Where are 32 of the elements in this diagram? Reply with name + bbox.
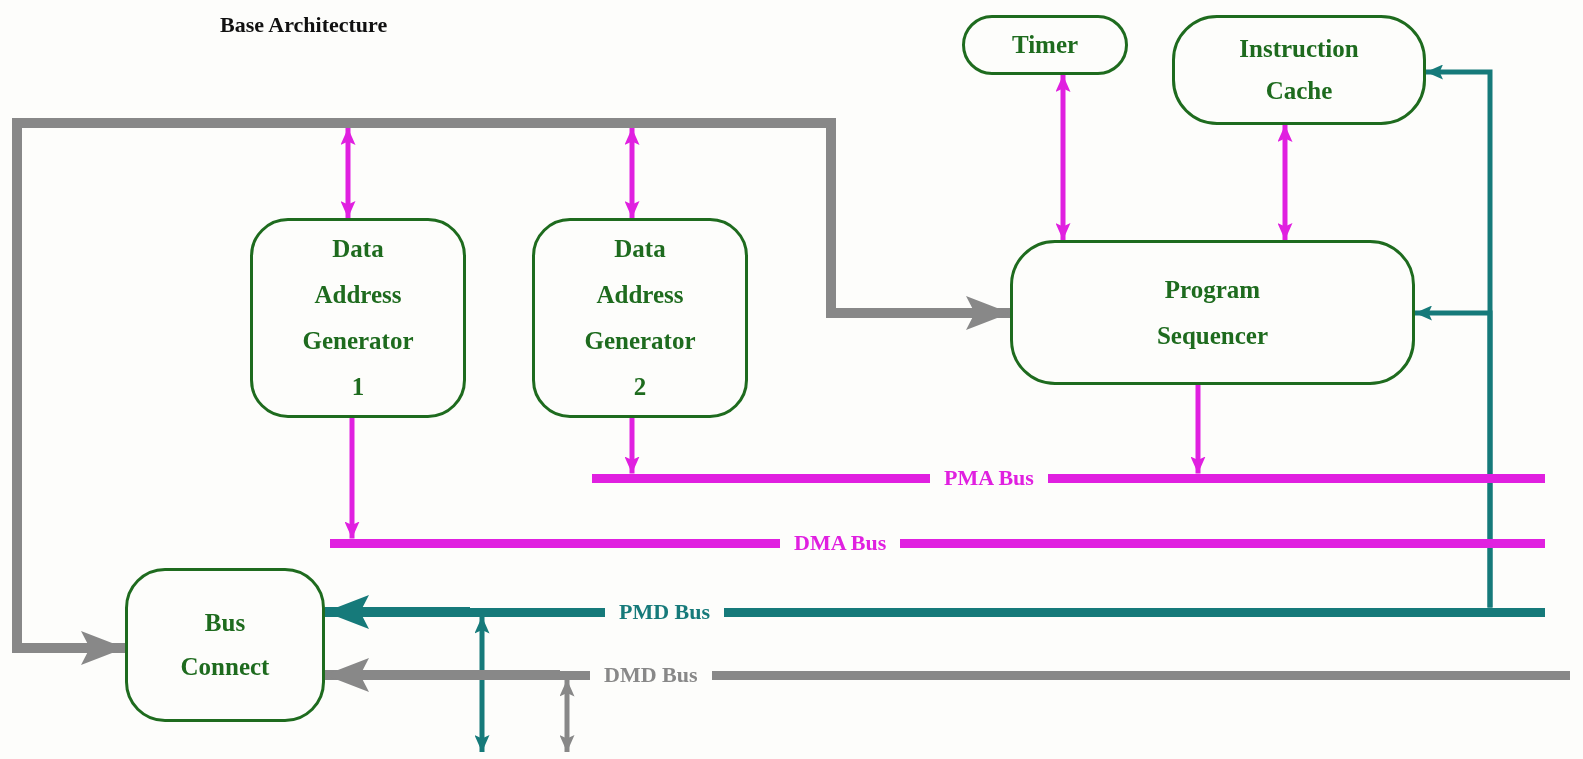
arrow [474, 616, 490, 752]
bus-label: PMA Bus [943, 468, 1035, 488]
arrow [559, 679, 575, 752]
timer-block [962, 15, 1128, 75]
bus-label: DMD Bus [603, 665, 699, 685]
block-label: Timer [1010, 30, 1080, 60]
arrow [1415, 305, 1493, 608]
block-label: Program Sequencer [1155, 274, 1270, 351]
arrow [1190, 385, 1206, 474]
arrow [826, 128, 1010, 330]
arrow [340, 128, 356, 218]
block-label: Instruction Cache [1238, 34, 1360, 106]
address-generator-block [250, 218, 466, 418]
arrow [624, 128, 640, 218]
arrow [325, 658, 560, 692]
bus-connect-block [125, 568, 325, 722]
arrow [12, 128, 125, 665]
bus-bar [12, 118, 836, 128]
block-label: Data Address Generator 1 [301, 234, 415, 402]
cache-block [1172, 15, 1426, 125]
sequencer-block [1010, 240, 1415, 385]
diagram-title: Base Architecture [220, 12, 388, 38]
block-label: Bus Connect [179, 608, 271, 682]
bus-label: DMA Bus [793, 533, 888, 553]
arrow [1277, 125, 1293, 240]
bus-label: PMD Bus [618, 602, 712, 622]
arrow [624, 418, 640, 474]
block-label: Data Address Generator 2 [583, 234, 697, 402]
arrow [1055, 75, 1071, 240]
arrow [325, 595, 470, 629]
address-generator-block [532, 218, 748, 418]
arrow [344, 418, 360, 539]
